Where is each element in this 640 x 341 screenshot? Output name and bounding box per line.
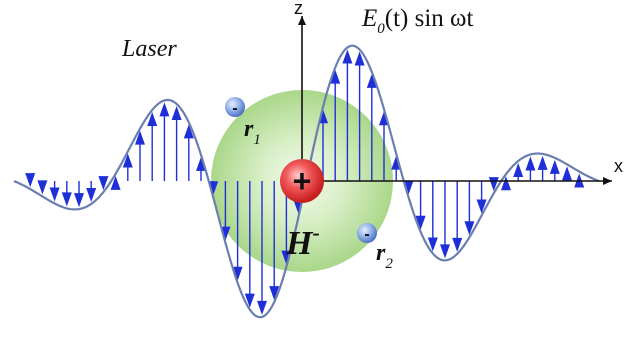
field-arrow-head	[98, 176, 109, 191]
field-arrow-head	[135, 130, 145, 145]
field-arrow-head	[122, 153, 133, 168]
field-arrow-head	[366, 73, 377, 88]
field-arrow-head	[452, 237, 463, 252]
field-arrow-head	[501, 176, 511, 191]
field-arrow-head	[37, 180, 48, 195]
field-arrow-head	[147, 112, 158, 127]
field-arrow-head	[49, 187, 60, 202]
field-arrow-head	[61, 192, 72, 207]
field-arrow-head	[257, 300, 267, 315]
field-arrow-head	[513, 163, 524, 178]
z-axis-label: z	[294, 0, 303, 18]
field-arrow-head	[427, 237, 438, 252]
field-title: E0(t) sin ωt	[361, 5, 474, 37]
field-arrow-head	[25, 173, 36, 188]
field-arrow-head	[525, 156, 536, 171]
field-arrow-head	[464, 221, 475, 236]
field-arrow-head	[415, 215, 426, 230]
electron-1-label: r1	[244, 116, 261, 148]
field-arrow-head	[537, 155, 548, 170]
field-arrow-head	[232, 266, 243, 281]
field-arrow-head	[183, 124, 194, 139]
field-arrow-head	[159, 102, 170, 117]
x-axis-label: x	[614, 156, 623, 176]
field-arrow-head	[330, 69, 341, 84]
electron-1-sign: -	[232, 100, 237, 117]
electron-1	[225, 97, 245, 117]
field-arrow-head	[342, 49, 353, 64]
field-arrow-head	[562, 166, 572, 181]
field-arrow-head	[403, 180, 414, 195]
nucleus-sign: +	[293, 163, 312, 199]
field-arrow-head	[171, 105, 182, 120]
field-arrow-head	[269, 286, 280, 301]
field-arrow-head	[74, 193, 84, 208]
electron-2-label: r2	[376, 240, 393, 272]
field-arrow-head	[354, 51, 365, 66]
field-arrow-head	[549, 159, 560, 174]
electron-2	[357, 223, 377, 243]
field-arrow-head	[110, 175, 121, 190]
field-arrow-head	[244, 293, 255, 308]
field-arrow-head	[86, 187, 97, 202]
field-arrows	[25, 49, 585, 315]
field-arrow-head	[196, 156, 206, 171]
field-arrow-head	[440, 244, 450, 259]
ion-label: H-	[285, 220, 320, 262]
field-arrow-head	[476, 199, 487, 214]
nucleus	[280, 159, 324, 203]
laser-label: Laser	[121, 36, 177, 62]
electron-2-sign: -	[364, 226, 369, 243]
